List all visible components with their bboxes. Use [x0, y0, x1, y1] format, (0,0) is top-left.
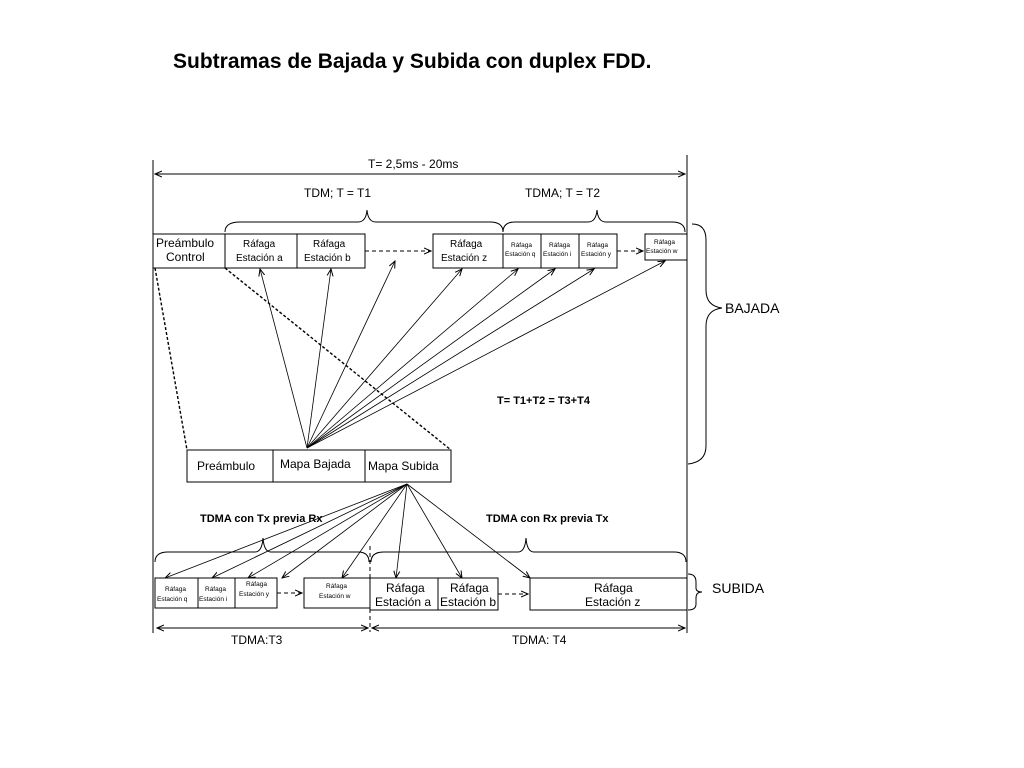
t4-label: TDMA: T4: [512, 633, 567, 647]
ul-burst-z-line1: Ráfaga: [594, 581, 633, 595]
tdma-tx-before-rx-label: TDMA con Tx previa Rx: [200, 513, 323, 525]
t3-label: TDMA:T3: [231, 633, 283, 647]
dl-burst-q-line2: Estación q: [505, 251, 536, 258]
ul-burst-i: [197, 577, 236, 609]
preamble-control-line2: Control: [166, 250, 205, 264]
dl-burst-i-line2: Estación i: [543, 251, 571, 258]
dl-burst-w: [644, 233, 688, 261]
tdm-label: TDM; T = T1: [304, 186, 371, 200]
dl-burst-i: [540, 233, 580, 269]
t3-dimension: TDMA:T3: [157, 628, 368, 647]
t4-dimension: TDMA: T4: [372, 628, 685, 647]
bajada-brace: [687, 223, 723, 465]
dl-burst-i-line1: Ráfaga: [549, 242, 570, 249]
dl-burst-z: [432, 233, 504, 269]
dl-burst-y-line1: Ráfaga: [587, 242, 608, 249]
ul-burst-z: [529, 577, 688, 611]
ul-burst-b: [437, 577, 499, 611]
control-preamble-label: Preámbulo: [197, 459, 255, 473]
dl-burst-y: [578, 233, 618, 269]
frame-period-label: T= 2,5ms - 20ms: [368, 157, 458, 171]
frame-period-dimension: T= 2,5ms - 20ms: [155, 157, 685, 174]
dl-burst-y-line2: Estación y: [581, 251, 612, 258]
ul-burst-q: [154, 577, 199, 609]
dl-burst-b: [296, 233, 366, 269]
ul-burst-a-line2: Estación a: [375, 595, 431, 609]
preamble-control-line1: Preámbulo: [156, 236, 214, 250]
tdma-label: TDMA; T = T2: [525, 186, 600, 200]
ul-map-label: Mapa Subida: [368, 459, 439, 473]
page-title: Subtramas de Bajada y Subida con duplex …: [173, 50, 652, 73]
dl-map-box: [272, 449, 366, 483]
ul-burst-i-line1: Ráfaga: [205, 586, 226, 593]
subida-brace: [687, 573, 703, 611]
ul-burst-w-line2: Estación w: [319, 593, 351, 600]
tdm-brace: [224, 209, 504, 233]
subida-label: SUBIDA: [712, 580, 765, 596]
ul-burst-w-line1: Ráfaga: [326, 583, 347, 590]
bajada-label: BAJADA: [725, 300, 780, 316]
ul-map-arrows: [165, 483, 530, 578]
dl-burst-b-line1: Ráfaga: [313, 239, 346, 250]
ul-burst-q-line1: Ráfaga: [165, 586, 186, 593]
control-preamble-box: [186, 449, 274, 483]
tdma-rx-before-tx-label: TDMA con Rx previa Tx: [486, 513, 609, 525]
ul-burst-b-line1: Ráfaga: [450, 581, 489, 595]
dl-burst-a-line1: Ráfaga: [243, 239, 276, 250]
equation-label: T= T1+T2 = T3+T4: [497, 395, 591, 407]
tdma-brace: [502, 209, 686, 233]
tdma-rx-before-tx-brace: [370, 537, 687, 563]
dl-burst-b-line2: Estación b: [304, 253, 351, 264]
ul-burst-i-line2: Estación i: [199, 596, 227, 603]
ul-burst-y-line2: Estación y: [239, 591, 270, 598]
ul-map-box: [364, 449, 452, 483]
dl-map-arrows: [260, 261, 665, 449]
downlink-row: Preámbulo Control Ráfaga Estación a Ráfa…: [152, 233, 688, 269]
tdma-tx-before-rx-brace: [154, 537, 370, 563]
dl-burst-q-line1: Ráfaga: [511, 242, 532, 249]
ul-burst-z-line2: Estación z: [585, 595, 640, 609]
dl-burst-w-line1: Ráfaga: [654, 239, 675, 246]
uplink-row: Ráfaga Estación q Ráfaga Estación i Ráfa…: [154, 577, 688, 611]
ul-burst-a-line1: Ráfaga: [386, 581, 425, 595]
dl-burst-a-line2: Estación a: [236, 253, 283, 264]
ul-burst-q-line2: Estación q: [157, 596, 188, 603]
ul-burst-y-line1: Ráfaga: [246, 581, 267, 588]
zoom-line-left: [154, 267, 188, 451]
ul-burst-w: [303, 577, 371, 609]
dl-burst-w-line2: Estación w: [646, 248, 678, 255]
dl-map-label: Mapa Bajada: [280, 457, 351, 471]
ul-burst-b-line2: Estación b: [440, 595, 496, 609]
dl-burst-z-line2: Estación z: [441, 253, 487, 264]
dl-burst-q: [502, 233, 542, 269]
dl-burst-z-line1: Ráfaga: [450, 239, 483, 250]
zoom-line-right: [224, 267, 452, 451]
control-block: Preámbulo Mapa Bajada Mapa Subida: [186, 449, 452, 483]
preamble-control-box: [152, 233, 226, 269]
